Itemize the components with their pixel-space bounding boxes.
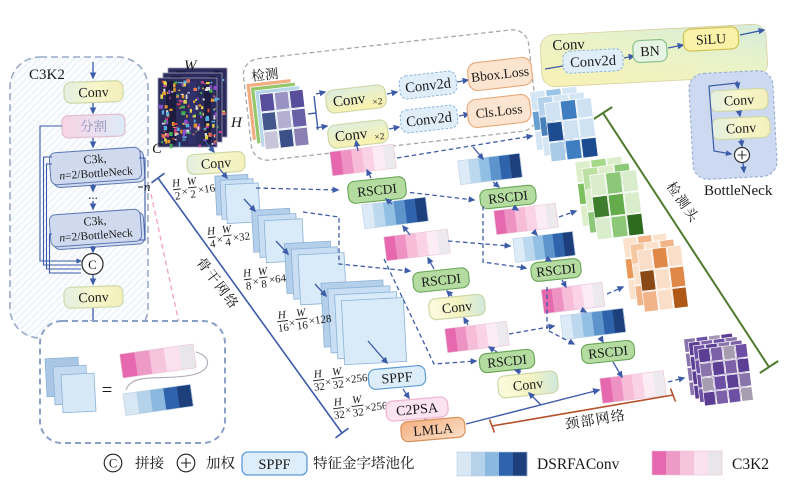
svg-text:H: H: [312, 368, 323, 381]
svg-text:×: ×: [288, 317, 296, 330]
svg-text:Conv: Conv: [724, 93, 755, 110]
svg-text:8: 8: [245, 280, 252, 293]
svg-text:Cls.Loss: Cls.Loss: [475, 101, 523, 121]
svg-text:W: W: [352, 393, 363, 406]
svg-text:×32: ×32: [232, 230, 251, 244]
svg-text:BN: BN: [640, 44, 660, 60]
svg-text:32: 32: [333, 409, 345, 422]
svg-text:4: 4: [209, 238, 216, 251]
svg-text:SiLU: SiLU: [696, 32, 727, 49]
svg-text:H: H: [332, 396, 343, 409]
svg-text:8: 8: [261, 278, 268, 291]
svg-text:Conv2d: Conv2d: [570, 53, 617, 71]
svg-text:×2: ×2: [372, 97, 383, 108]
svg-text:H: H: [276, 309, 287, 322]
svg-text:RSCDI: RSCDI: [487, 188, 529, 207]
svg-text:Conv: Conv: [441, 299, 473, 317]
svg-text:×256: ×256: [364, 400, 388, 415]
svg-text:W: W: [332, 365, 343, 378]
svg-text:n=2/BottleNeck: n=2/BottleNeck: [59, 227, 133, 244]
svg-text:16: 16: [277, 322, 290, 335]
svg-text:W: W: [296, 306, 307, 319]
svg-text:×64: ×64: [268, 272, 287, 286]
svg-text:Conv: Conv: [512, 377, 544, 395]
svg-text:n: n: [144, 179, 151, 194]
svg-text:16: 16: [296, 319, 309, 332]
svg-text:RSCDI: RSCDI: [486, 352, 528, 371]
svg-text:C3K2: C3K2: [732, 456, 769, 473]
svg-text:C3k,: C3k,: [83, 213, 107, 229]
svg-text:Conv: Conv: [78, 290, 109, 306]
svg-text:32: 32: [352, 406, 364, 419]
svg-text:4: 4: [225, 236, 232, 249]
svg-text:Conv: Conv: [552, 37, 586, 55]
svg-text:C2PSA: C2PSA: [396, 401, 440, 420]
svg-text:Bbox.Loss: Bbox.Loss: [470, 63, 529, 84]
svg-text:BottleNeck: BottleNeck: [704, 183, 773, 199]
svg-text:LMLA: LMLA: [413, 422, 455, 440]
svg-text:W: W: [221, 223, 232, 236]
svg-text:RSCDI: RSCDI: [356, 181, 398, 200]
svg-text:C: C: [88, 257, 97, 272]
svg-text:=: =: [102, 380, 113, 401]
svg-text:2: 2: [190, 188, 197, 201]
svg-text:32: 32: [332, 378, 344, 391]
svg-text:×: ×: [181, 186, 189, 199]
svg-text:×256: ×256: [344, 372, 368, 387]
svg-text:Conv: Conv: [726, 121, 757, 138]
svg-text:×128: ×128: [308, 313, 332, 328]
svg-text:Conv2d: Conv2d: [405, 109, 453, 130]
svg-text:RSCDI: RSCDI: [420, 271, 462, 290]
svg-text:2: 2: [174, 190, 181, 203]
svg-text:C3K2: C3K2: [29, 67, 65, 83]
svg-text:×: ×: [252, 276, 260, 289]
svg-text:...: ...: [88, 187, 98, 202]
svg-text:n=2/BottleNeck: n=2/BottleNeck: [59, 165, 133, 182]
svg-text:W: W: [184, 58, 198, 74]
svg-text:32: 32: [313, 381, 325, 394]
svg-text:C: C: [109, 457, 117, 471]
svg-text:H: H: [241, 267, 252, 280]
svg-text:×: ×: [344, 404, 352, 417]
svg-text:×: ×: [216, 234, 224, 247]
svg-text:H: H: [230, 115, 243, 131]
svg-text:Conv: Conv: [78, 85, 109, 101]
svg-text:H: H: [170, 177, 181, 190]
svg-text:×: ×: [324, 376, 332, 389]
svg-text:×16: ×16: [197, 182, 216, 196]
svg-text:Conv: Conv: [332, 91, 367, 111]
svg-text:DSRFAConv: DSRFAConv: [537, 456, 620, 473]
svg-text:H: H: [205, 225, 216, 238]
svg-text:Conv: Conv: [200, 156, 231, 173]
svg-text:W: W: [186, 175, 197, 188]
svg-text:SPPF: SPPF: [381, 370, 414, 388]
svg-text:W: W: [257, 265, 268, 278]
svg-text:×2: ×2: [374, 132, 385, 143]
svg-text:RSCDI: RSCDI: [587, 343, 629, 362]
svg-text:C: C: [152, 141, 163, 157]
svg-text:Conv2d: Conv2d: [404, 75, 452, 96]
svg-text:RSCDI: RSCDI: [535, 261, 577, 280]
svg-text:C3k,: C3k,: [83, 151, 107, 167]
svg-text:SPPF: SPPF: [258, 457, 290, 473]
